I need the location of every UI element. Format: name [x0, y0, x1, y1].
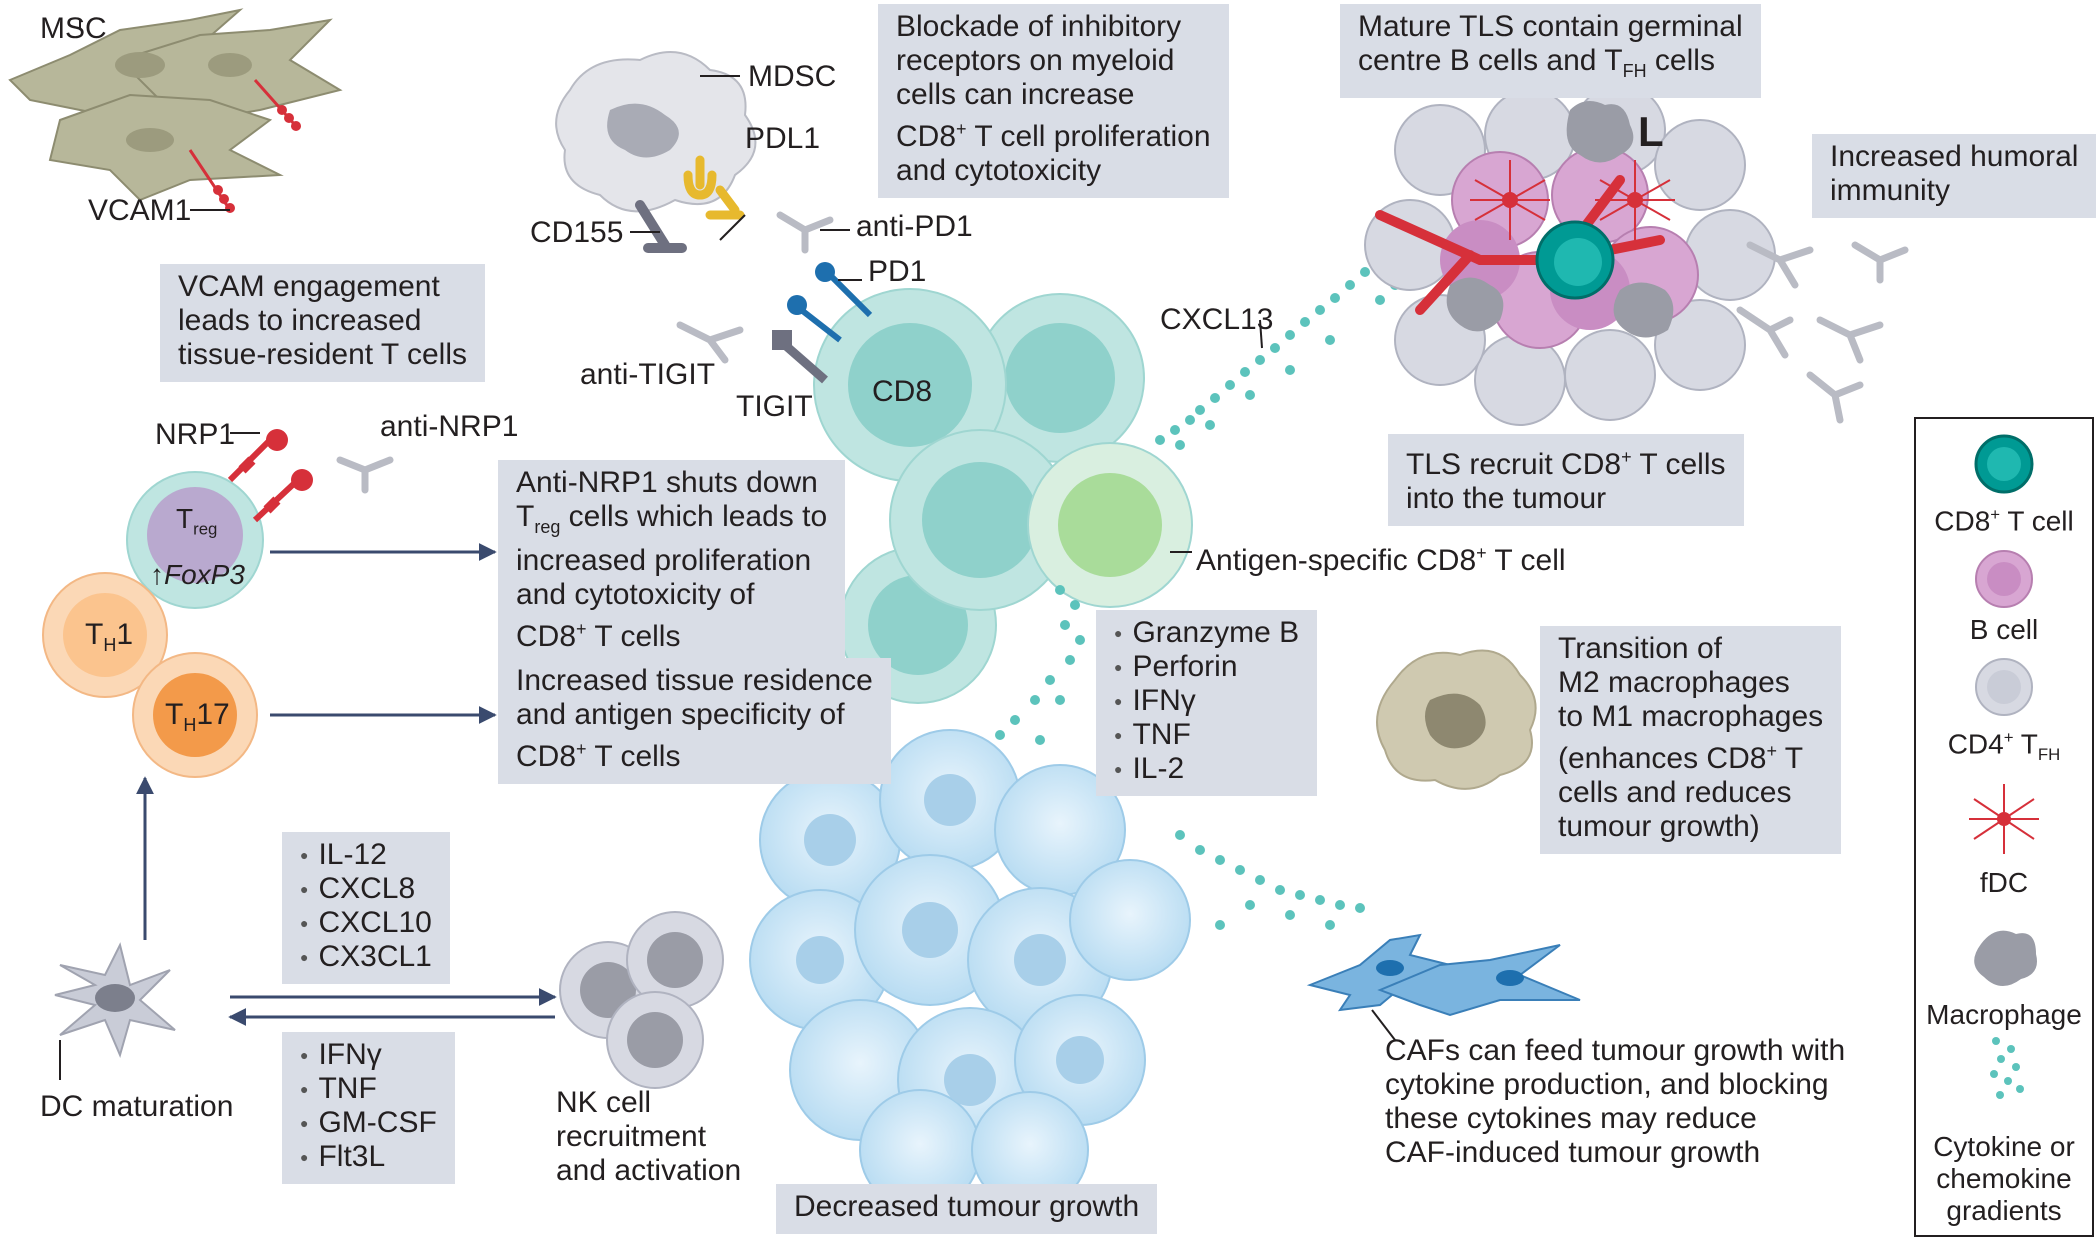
label-cxcl13: CXCL13	[1160, 303, 1274, 336]
label-vcam1: VCAM1	[88, 194, 192, 227]
anti-nrp1-antibody	[336, 456, 394, 494]
dendritic-cell	[54, 942, 176, 1058]
legend-b-cell-label: B cell	[1969, 614, 2039, 645]
box-nk-cytokines: IFNγ TNF GM-CSF Flt3L	[282, 1032, 455, 1184]
legend-macrophage-label: Macrophage	[1926, 999, 2082, 1030]
box-tissue-residence: Increased tissue residence and antigen s…	[498, 658, 891, 784]
box-blockade: Blockade of inhibitory receptors on myel…	[878, 4, 1229, 198]
box-vcam-engagement: VCAM engagement leads to increased tissu…	[160, 264, 486, 382]
label-anti-tigit: anti-TIGIT	[580, 358, 716, 391]
treg-cell	[126, 471, 264, 609]
label-nrp1: NRP1	[155, 418, 236, 451]
label-antigen-specific: Antigen-specific CD8+ T cell	[1196, 543, 1566, 577]
macrophage-cell	[1376, 649, 1537, 790]
label-tigit: TIGIT	[736, 390, 813, 423]
label-anti-pd1: anti-PD1	[856, 210, 973, 243]
box-m2-m1-transition: Transition of M2 macrophages to M1 macro…	[1540, 626, 1842, 854]
label-treg: Treg	[176, 503, 218, 539]
pdl1-receptor	[683, 155, 745, 220]
antibodies	[1736, 241, 1909, 424]
legend-cd8-label: CD8+ T cell	[1934, 505, 2074, 537]
legend-dots-icon	[1990, 1037, 2024, 1099]
mdsc-cell	[555, 51, 757, 213]
label-th17: TH17	[165, 698, 230, 735]
cytokine-dots	[995, 255, 1400, 930]
box-anti-nrp1: Anti-NRP1 shuts down Treg cells which le…	[498, 460, 846, 664]
label-dc-maturation: DC maturation	[40, 1090, 234, 1123]
label-foxp3: ↑FoxP3	[150, 559, 245, 590]
msc-cells	[8, 8, 343, 202]
label-cd155: CD155	[530, 216, 624, 249]
cd155-receptor	[635, 200, 687, 253]
legend-macrophage-icon	[1974, 930, 2037, 987]
label-pd1: PD1	[868, 255, 927, 288]
legend-cd4-label: CD4+ TFH	[1947, 728, 2061, 764]
legend: CD8+ T cell B cell CD4+ TFH fDC Macropha…	[1914, 417, 2094, 1237]
caf-cells	[1306, 933, 1581, 1017]
label-th1: TH1	[85, 618, 134, 655]
label-nk-cell: NK cell recruitment and activation	[556, 1086, 742, 1187]
box-mature-tls: Mature TLS contain germinal centre B cel…	[1340, 4, 1761, 98]
box-dc-cytokines: IL-12 CXCL8 CXCL10 CX3CL1	[282, 832, 450, 984]
label-lymphoid-l: L	[1638, 108, 1664, 155]
legend-icons	[1969, 434, 2039, 1099]
pd1-receptor	[787, 262, 873, 343]
label-pdl1: PDL1	[745, 122, 821, 155]
anti-tigit-antibody	[676, 321, 744, 364]
box-decreased-growth: Decreased tumour growth	[776, 1184, 1158, 1234]
tumour-cluster	[749, 729, 1191, 1211]
label-msc: MSC	[40, 12, 107, 45]
tls-cluster	[1364, 84, 1776, 426]
th17-cell	[132, 652, 258, 778]
label-cd8: CD8	[872, 375, 933, 408]
text-cafs: CAFs can feed tumour growth with cytokin…	[1385, 1034, 1846, 1169]
label-anti-nrp1: anti-NRP1	[380, 410, 519, 443]
box-humoral-immunity: Increased humoral immunity	[1812, 134, 2097, 218]
arrows	[136, 543, 557, 1026]
box-cytotoxic-factors: Granzyme B Perforin IFNγ TNF IL-2	[1096, 610, 1318, 796]
legend-fdc-icon	[1969, 784, 2039, 854]
nk-cells	[559, 911, 724, 1089]
th1-cell	[42, 572, 168, 698]
tigit-receptor	[772, 330, 828, 384]
anti-pd1-antibody	[776, 211, 834, 254]
legend-fdc-label: fDC	[1979, 867, 2029, 898]
leader-lines	[59, 20, 1396, 1080]
box-tls-recruit: TLS recruit CD8+ T cells into the tumour	[1388, 434, 1744, 526]
label-mdsc: MDSC	[748, 60, 837, 93]
nrp1-receptor	[227, 429, 313, 523]
